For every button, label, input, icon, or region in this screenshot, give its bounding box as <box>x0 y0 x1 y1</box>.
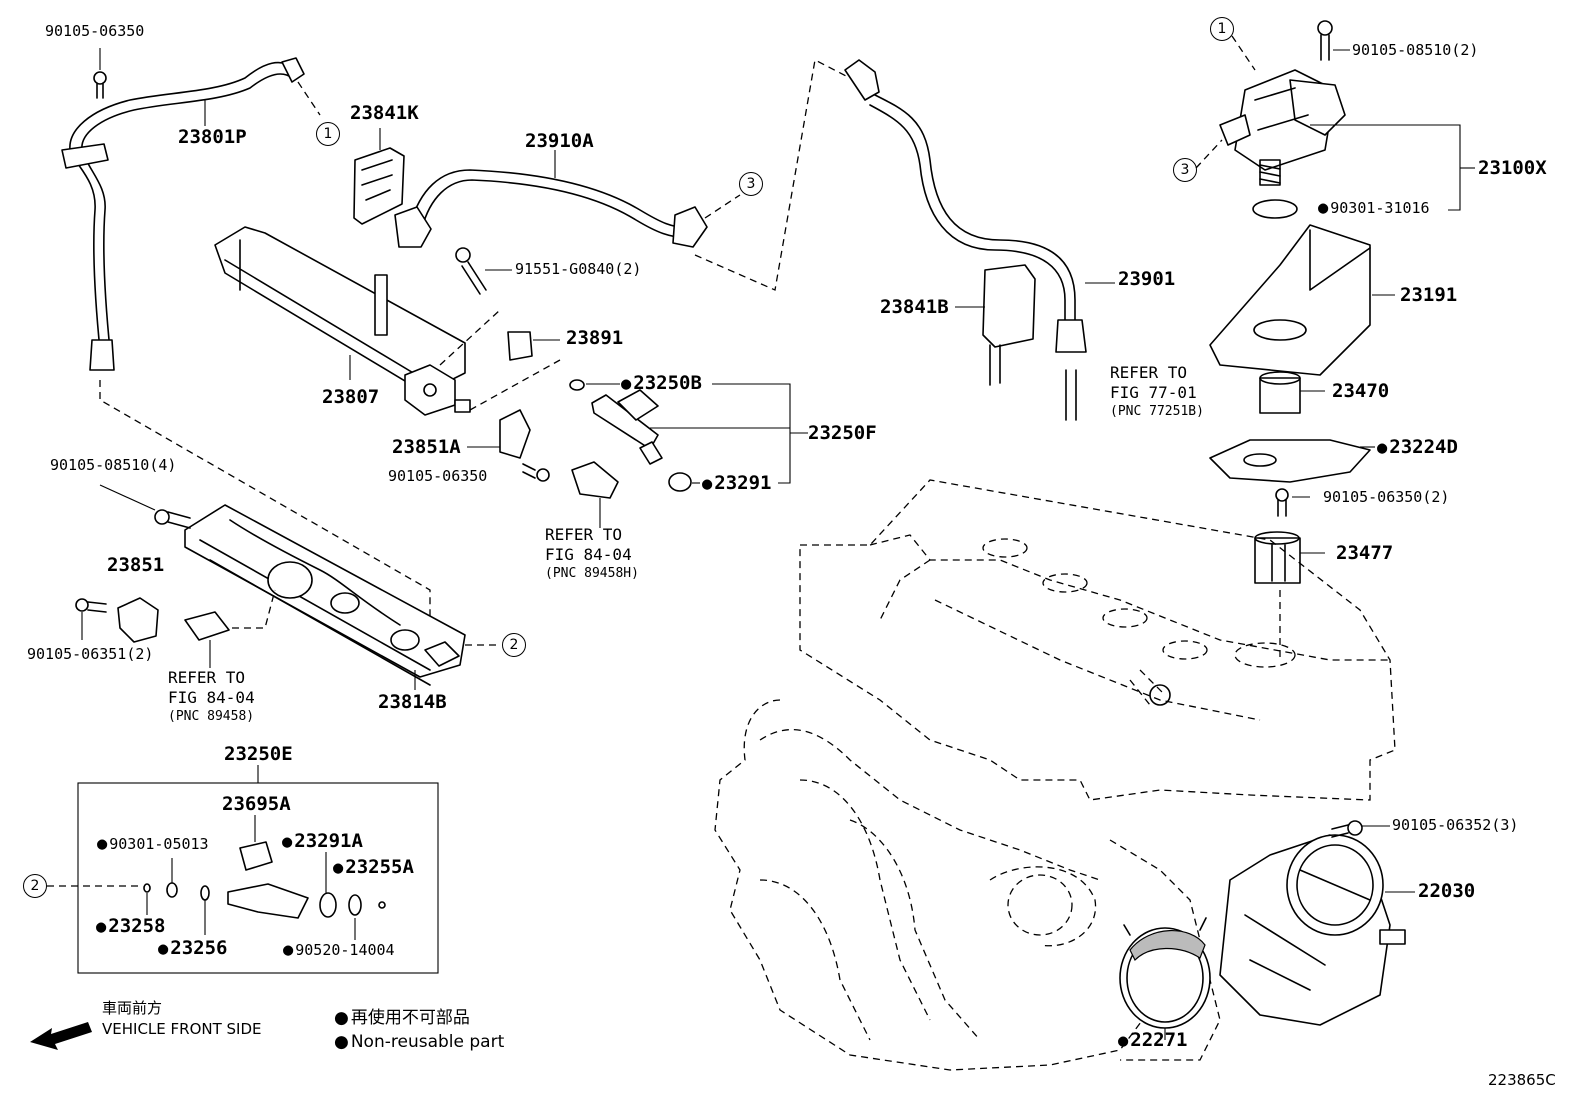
label-90105-08510-2: 90105-08510(2) <box>1352 41 1479 59</box>
legend-front-en: VEHICLE FRONT SIDE <box>102 1020 262 1038</box>
label-22030: 22030 <box>1418 880 1476 902</box>
fuel-pump-23100X-drawing <box>1195 20 1475 219</box>
callout-3-pump: 3 <box>1173 158 1197 182</box>
label-23256: 23256 <box>158 939 227 958</box>
callout-2-pipe: 2 <box>502 633 526 657</box>
legend-nonreuse-jp: 再使用不可部品 <box>334 1010 470 1027</box>
label-23291A: 23291A <box>282 832 363 851</box>
fuel-hose-23801P-drawing <box>61 48 305 371</box>
label-90105-08510-4: 90105-08510(4) <box>50 456 177 474</box>
legend-front-jp: 車両前方 <box>102 999 163 1017</box>
ref-note-fig84-line1: REFER TO <box>168 668 246 687</box>
callout-2-kit: 2 <box>23 874 47 898</box>
label-23100X: 23100X <box>1478 157 1547 179</box>
kit-23250E-box <box>77 765 439 974</box>
ref-note-fig84-line3: (PNC 89458) <box>168 709 255 724</box>
bracket-23191-drawing <box>1209 224 1395 376</box>
sensor-89458-drawing <box>184 589 276 668</box>
ref-note-fig77-line1: REFER TO <box>1110 363 1188 382</box>
label-23851: 23851 <box>107 554 165 576</box>
label-23255A: 23255A <box>333 858 414 877</box>
label-23470: 23470 <box>1332 380 1390 402</box>
label-23258: 23258 <box>96 917 165 936</box>
ref-note-fig84-line2: FIG 84-04 <box>168 688 255 707</box>
ref-note-fig77: REFER TO FIG 77-01 (PNC 77251B) <box>1110 363 1204 419</box>
figure-id: 223865C <box>1488 1071 1556 1089</box>
label-90105-06352-3: 90105-06352(3) <box>1392 816 1519 834</box>
label-23851A: 23851A <box>392 436 461 458</box>
delivery-pipe-23814B-drawing <box>99 484 466 690</box>
sensor-89458H-drawing <box>571 461 619 528</box>
throttle-body-22030-drawing <box>1219 820 1415 1026</box>
label-23901: 23901 <box>1118 268 1176 290</box>
sensor-23841B-drawing <box>955 264 1036 386</box>
label-90105-06350-2: 90105-06350(2) <box>1323 488 1450 506</box>
bolt-90105-06350-2-drawing <box>1275 488 1310 517</box>
label-90105-06351-2: 90105-06351(2) <box>27 645 154 663</box>
label-23841K: 23841K <box>350 102 419 124</box>
callout-1-pump: 1 <box>1210 17 1234 41</box>
ref-note-fig84-h-line1: REFER TO <box>545 525 623 544</box>
label-90520-14004: 90520-14004 <box>283 942 394 959</box>
label-23801P: 23801P <box>178 126 247 148</box>
ref-note-fig84-h-line3: (PNC 89458H) <box>545 566 639 581</box>
sensor-23851-drawing <box>75 597 159 643</box>
housing-23477-drawing <box>1254 531 1325 584</box>
label-90105-06350-b: 90105-06350 <box>388 467 488 485</box>
label-23250E: 23250E <box>224 743 293 765</box>
label-90301-05013: 90301-05013 <box>97 836 208 853</box>
label-23695A: 23695A <box>222 793 291 815</box>
label-91551-G0840: 91551-G0840(2) <box>515 260 642 278</box>
label-23807: 23807 <box>322 386 380 408</box>
legend-nonreuse-en: Non-reusable part <box>334 1034 504 1051</box>
ref-note-fig84-h: REFER TO FIG 84-04 (PNC 89458H) <box>545 525 639 581</box>
label-90301-31016: 90301-31016 <box>1318 200 1429 217</box>
label-23891: 23891 <box>566 327 624 349</box>
delivery-pipe-23807-drawing <box>214 226 471 416</box>
callout-3-hose: 3 <box>739 172 763 196</box>
injector-23250F-drawing <box>569 379 808 492</box>
label-90105-06350-a: 90105-06350 <box>45 22 145 40</box>
lifter-23470-drawing <box>1259 371 1325 414</box>
engine-outline-drawing <box>714 479 1396 1071</box>
label-23250B: 23250B <box>621 374 702 393</box>
fuel-hose-23901-drawing <box>844 59 1115 421</box>
label-23841B: 23841B <box>880 296 949 318</box>
bolt-90105-06350-b-drawing <box>522 463 550 482</box>
bolt-91551-drawing <box>455 247 512 295</box>
label-23191: 23191 <box>1400 284 1458 306</box>
retainer-23851A-drawing <box>467 409 531 459</box>
ref-note-fig77-line3: (PNC 77251B) <box>1110 404 1204 419</box>
ref-note-fig84-h-line2: FIG 84-04 <box>545 545 632 564</box>
gasket-23224D-drawing <box>1209 439 1375 483</box>
label-23814B: 23814B <box>378 691 447 713</box>
callout-1-hose: 1 <box>316 122 340 146</box>
sensor-23841K-drawing <box>353 128 405 225</box>
label-22271: 22271 <box>1118 1031 1187 1050</box>
label-23224D: 23224D <box>1377 438 1458 457</box>
label-23477: 23477 <box>1336 542 1394 564</box>
vehicle-front-arrow <box>30 1022 92 1050</box>
label-23291: 23291 <box>702 474 771 493</box>
fuel-hose-23910A-drawing <box>394 150 708 248</box>
ref-note-fig84: REFER TO FIG 84-04 (PNC 89458) <box>168 668 255 724</box>
ref-note-fig77-line2: FIG 77-01 <box>1110 383 1197 402</box>
collar-23891-drawing <box>507 331 560 361</box>
gasket-22271-drawing <box>1119 917 1211 1040</box>
label-23910A: 23910A <box>525 130 594 152</box>
label-23250F: 23250F <box>808 422 877 444</box>
